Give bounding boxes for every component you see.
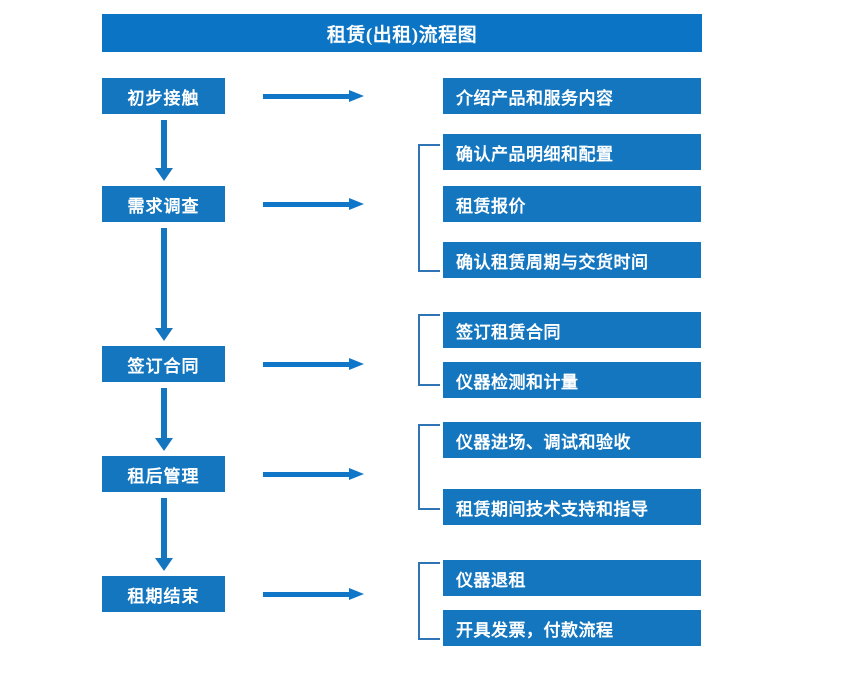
detail-box-7[interactable]: 仪器进场、调试和验收 xyxy=(443,422,701,458)
down-arrow-1 xyxy=(155,120,173,182)
group-bracket-3 xyxy=(418,314,440,386)
arrow-head xyxy=(349,358,364,370)
arrow-head xyxy=(155,558,173,571)
arrow-shaft xyxy=(263,592,351,597)
detail-box-10[interactable]: 开具发票，付款流程 xyxy=(443,610,701,646)
group-bracket-5 xyxy=(418,562,440,640)
right-arrow-4 xyxy=(263,467,365,481)
detail-box-9[interactable]: 仪器退租 xyxy=(443,560,701,596)
arrow-shaft xyxy=(161,388,167,438)
detail-box-4[interactable]: 确认租赁周期与交货时间 xyxy=(443,242,701,278)
stage-box-2[interactable]: 需求调查 xyxy=(102,186,225,222)
down-arrow-4 xyxy=(155,498,173,572)
arrow-head xyxy=(349,90,364,102)
arrow-head xyxy=(349,588,364,600)
page-title: 租赁(出租)流程图 xyxy=(102,14,702,52)
detail-box-1[interactable]: 介绍产品和服务内容 xyxy=(443,78,701,114)
arrow-head xyxy=(349,198,364,210)
group-bracket-2 xyxy=(418,144,440,272)
arrow-head xyxy=(349,468,364,480)
right-arrow-2 xyxy=(263,197,365,211)
detail-box-5[interactable]: 签订租赁合同 xyxy=(443,312,701,348)
right-arrow-5 xyxy=(263,587,365,601)
arrow-head xyxy=(155,168,173,181)
arrow-head xyxy=(155,328,173,341)
group-bracket-4 xyxy=(418,424,440,510)
arrow-head xyxy=(155,438,173,451)
down-arrow-2 xyxy=(155,228,173,342)
arrow-shaft xyxy=(161,228,167,328)
detail-box-8[interactable]: 租赁期间技术支持和指导 xyxy=(443,489,701,525)
arrow-shaft xyxy=(263,362,351,367)
arrow-shaft xyxy=(263,94,351,99)
stage-box-4[interactable]: 租后管理 xyxy=(102,456,225,492)
stage-box-5[interactable]: 租期结束 xyxy=(102,576,225,612)
arrow-shaft xyxy=(263,472,351,477)
stage-box-3[interactable]: 签订合同 xyxy=(102,346,225,382)
arrow-shaft xyxy=(263,202,351,207)
right-arrow-3 xyxy=(263,357,365,371)
detail-box-2[interactable]: 确认产品明细和配置 xyxy=(443,134,701,170)
down-arrow-3 xyxy=(155,388,173,452)
stage-box-1[interactable]: 初步接触 xyxy=(102,78,225,114)
arrow-shaft xyxy=(161,120,167,168)
arrow-shaft xyxy=(161,498,167,558)
right-arrow-1 xyxy=(263,89,365,103)
detail-box-6[interactable]: 仪器检测和计量 xyxy=(443,362,701,398)
detail-box-3[interactable]: 租赁报价 xyxy=(443,186,701,222)
